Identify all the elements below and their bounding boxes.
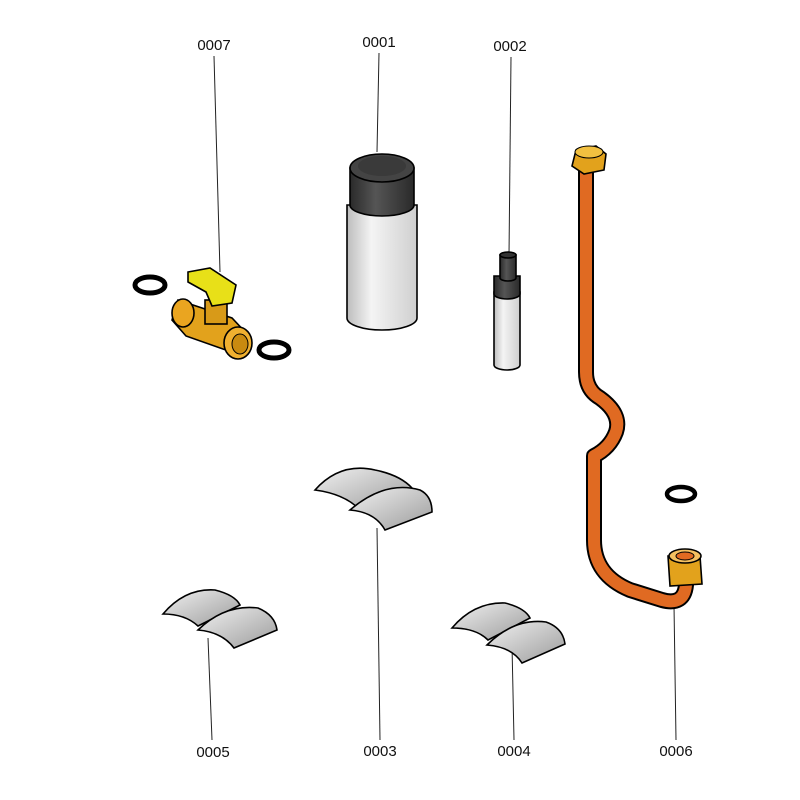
- o-ring: [256, 339, 292, 361]
- pad-small-left[interactable]: [161, 589, 278, 649]
- leader-lines: [207, 52, 677, 741]
- leader-0006: [673, 604, 677, 741]
- label-valve: 0007: [197, 37, 230, 54]
- leader-0004: [511, 644, 515, 741]
- valve-handle: [187, 267, 237, 307]
- o-ring: [132, 274, 168, 296]
- label-pad-large: 0003: [363, 743, 396, 760]
- label-pad-small-left: 0005: [196, 744, 229, 761]
- label-pad-small-right: 0004: [497, 743, 530, 760]
- copper-pipe[interactable]: [571, 145, 703, 610]
- label-spray-can: 0001: [362, 34, 395, 51]
- o-ring: [664, 484, 698, 504]
- leader-0003: [376, 527, 381, 741]
- tube[interactable]: [493, 251, 521, 371]
- pad-small-right[interactable]: [450, 602, 566, 665]
- leader-0001: [376, 52, 380, 153]
- leader-0007: [213, 55, 221, 273]
- label-tube: 0002: [493, 38, 526, 55]
- leader-0002: [508, 56, 512, 257]
- pad-large[interactable]: [313, 467, 433, 531]
- spray-can[interactable]: [346, 153, 418, 331]
- ball-valve[interactable]: [132, 267, 292, 361]
- leader-0005: [207, 637, 213, 741]
- label-pipe: 0006: [659, 743, 692, 760]
